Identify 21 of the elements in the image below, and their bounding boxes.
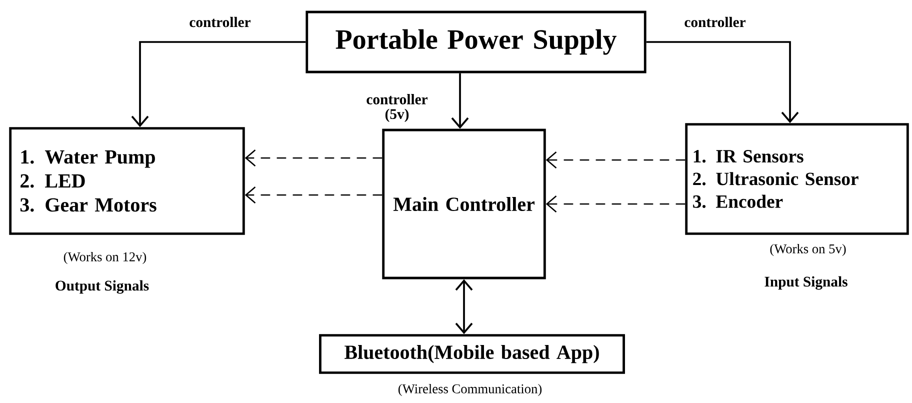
note-label: (Wireless Communication) xyxy=(398,384,542,396)
arrow xyxy=(244,150,382,166)
edge-label: controller xyxy=(184,16,256,28)
block-box: Bluetooth(Mobile based App) xyxy=(319,334,625,374)
edge-label: controller (5v) xyxy=(361,92,433,124)
arrow xyxy=(546,196,686,212)
arrow xyxy=(451,73,469,129)
arrow xyxy=(244,186,382,204)
block-box: 1. Water Pump 2. LED 3. Gear Motors xyxy=(9,127,245,235)
arrow xyxy=(646,41,799,124)
note-label: (Works on 12v) xyxy=(64,252,146,264)
block-box: Portable Power Supply xyxy=(306,10,646,74)
block-box: 1. IR Sensors 2. Ultrasonic Sensor 3. Encoder xyxy=(685,123,909,235)
note-label: (Works on 5v) xyxy=(770,244,846,256)
note-label: Input Signals xyxy=(764,276,848,290)
note-label: Output Signals xyxy=(56,280,149,294)
arrow xyxy=(131,41,306,128)
edge-label: controller xyxy=(679,16,752,28)
arrow xyxy=(455,279,473,334)
block-box: Main Controller xyxy=(382,128,546,280)
arrow xyxy=(546,152,686,169)
